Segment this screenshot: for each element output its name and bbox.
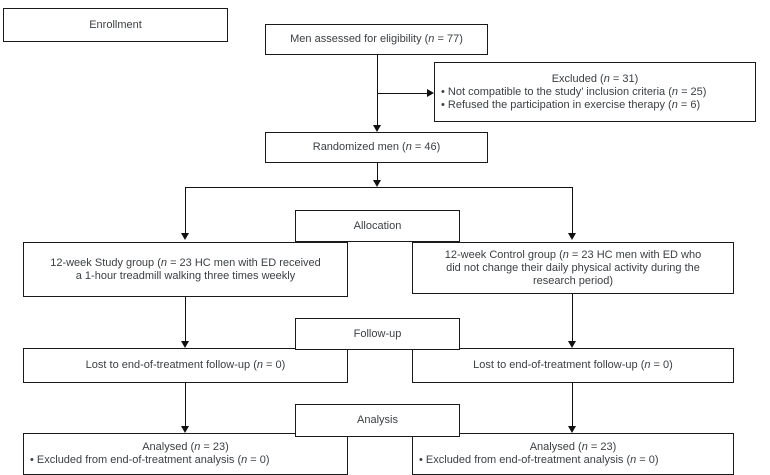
box-text: research period) — [532, 274, 614, 287]
stage-label-allocation: Allocation — [295, 210, 460, 242]
connector-split-to-study — [185, 187, 186, 233]
box-text: 12-week Control group (n = 23 HC men wit… — [444, 248, 702, 261]
stage-label-text: Enrollment — [89, 18, 142, 31]
arrowhead-down — [373, 180, 381, 187]
box-text: 12-week Study group (n = 23 HC men with … — [50, 256, 321, 269]
stage-label-analysis: Analysis — [295, 404, 460, 437]
box-study-group: 12-week Study group (n = 23 HC men with … — [23, 242, 348, 297]
arrowhead-down — [568, 341, 576, 348]
arrowhead-right — [427, 89, 434, 97]
box-followup-control: Lost to end-of-treatment follow-up (n = … — [412, 348, 734, 383]
box-bullet-text: • Refused the participation in exercise … — [441, 98, 701, 111]
connector-branch-to-excluded — [377, 93, 427, 94]
stage-label-text: Allocation — [353, 219, 402, 232]
connector-split-horizontal — [185, 187, 573, 188]
stage-label-text: Analysis — [357, 414, 398, 426]
arrowhead-down — [181, 341, 189, 348]
stage-label-text: Follow-up — [353, 327, 402, 340]
stage-label-enrollment: Enrollment — [3, 8, 228, 42]
connector-followup-to-analysis-left — [185, 383, 186, 426]
box-text: Excluded (n = 31) — [551, 72, 639, 85]
box-text: Analysed (n = 23) — [529, 441, 617, 453]
box-bullet-text: • Not compatible to the study’ inclusion… — [441, 85, 707, 98]
arrowhead-down — [181, 233, 189, 240]
box-assessed-eligibility: Men assessed for eligibility (n = 77) — [265, 24, 488, 55]
box-followup-study: Lost to end-of-treatment follow-up (n = … — [23, 348, 348, 383]
connector-followup-to-analysis-right — [572, 383, 573, 426]
box-text: Analysed (n = 23) — [142, 441, 229, 453]
stage-label-followup: Follow-up — [295, 318, 460, 350]
box-analysis-study: Analysed (n = 23) • Excluded from end-of… — [23, 433, 348, 475]
box-bullet-text: • Excluded from end-of-treatment analysi… — [419, 454, 659, 466]
box-text: Randomized men (n = 46) — [312, 141, 441, 153]
connector-assessed-to-randomized — [377, 55, 378, 125]
box-text: a 1-hour treadmill walking three times w… — [75, 269, 296, 282]
box-excluded: Excluded (n = 31) • Not compatible to th… — [434, 62, 756, 122]
connector-randomized-to-split — [377, 163, 378, 180]
arrowhead-down — [373, 125, 381, 132]
box-randomized: Randomized men (n = 46) — [265, 132, 488, 163]
box-text: did not change their daily physical acti… — [446, 261, 700, 274]
connector-split-to-control — [572, 187, 573, 233]
box-bullet-text: • Excluded from end-of-treatment analysi… — [30, 454, 270, 466]
box-analysis-control: Analysed (n = 23) • Excluded from end-of… — [412, 433, 734, 475]
arrowhead-down — [568, 426, 576, 433]
arrowhead-down — [568, 233, 576, 240]
connector-control-to-followup — [572, 294, 573, 341]
arrowhead-down — [181, 426, 189, 433]
box-text: Lost to end-of-treatment follow-up (n = … — [85, 359, 286, 371]
connector-study-to-followup — [185, 297, 186, 341]
box-control-group: 12-week Control group (n = 23 HC men wit… — [412, 242, 734, 294]
box-text: Men assessed for eligibility (n = 77) — [290, 33, 463, 45]
box-text: Lost to end-of-treatment follow-up (n = … — [473, 359, 673, 371]
